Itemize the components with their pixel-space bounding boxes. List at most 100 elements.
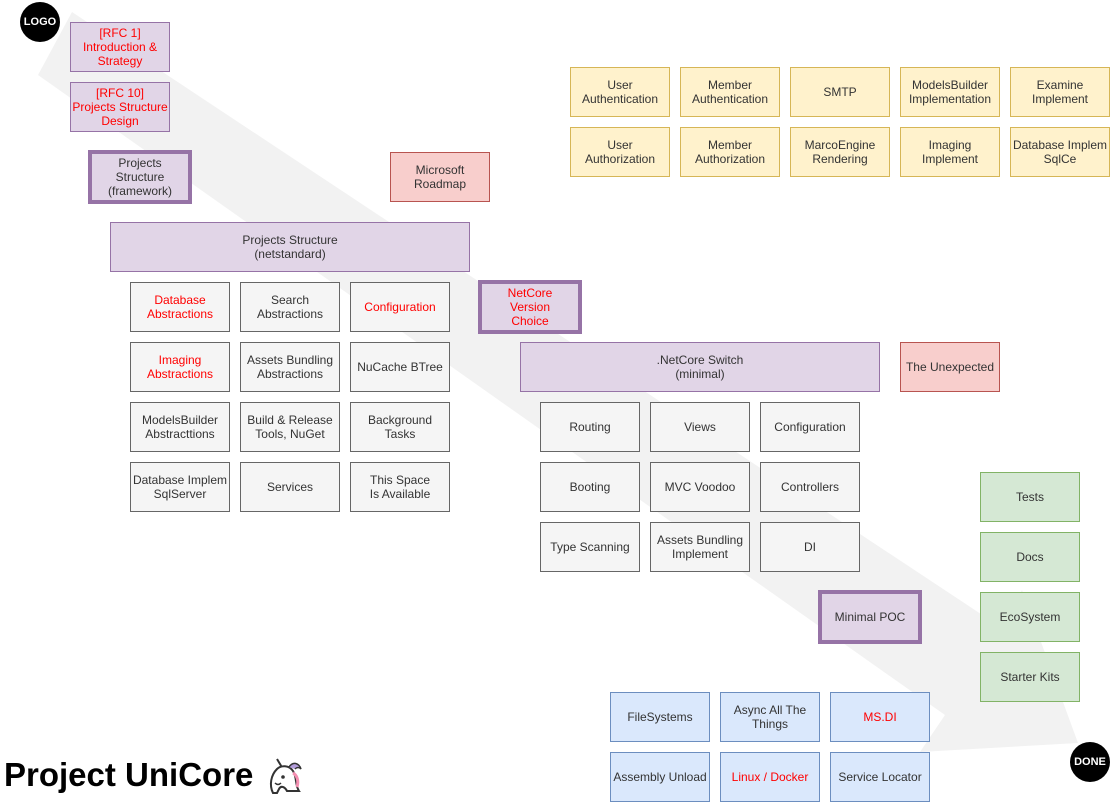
node-label: Views: [684, 420, 716, 434]
done-badge: DONE: [1070, 742, 1110, 782]
node-label: Database Abstractions: [146, 293, 214, 321]
node-label: Database Implem SqlCe: [1012, 138, 1108, 166]
node-background-tasks[interactable]: Background Tasks: [350, 402, 450, 452]
node-database-implem-sqlce[interactable]: Database Implem SqlCe: [1010, 127, 1110, 177]
node-label: EcoSystem: [999, 610, 1061, 624]
node-service-locator[interactable]: Service Locator: [830, 752, 930, 802]
node-label: [RFC 1] Introduction & Strategy: [82, 26, 158, 68]
done-text: DONE: [1074, 756, 1106, 768]
node-rfc1[interactable]: [RFC 1] Introduction & Strategy: [70, 22, 170, 72]
node-label: Starter Kits: [1000, 670, 1060, 684]
node-label: Search Abstractions: [256, 293, 324, 321]
node-examine-implement[interactable]: Examine Implement: [1010, 67, 1110, 117]
page-title: Project UniCore: [4, 756, 254, 793]
node-label: ModelsBuilder Abstracttions: [141, 413, 219, 441]
node-label: Service Locator: [838, 770, 922, 784]
node-configuration-abstractions[interactable]: Configuration: [350, 282, 450, 332]
node-label: .NetCore Switch (minimal): [656, 353, 744, 381]
node-database-abstractions[interactable]: Database Abstractions: [130, 282, 230, 332]
node-assembly-unload[interactable]: Assembly Unload: [610, 752, 710, 802]
node-label: Projects Structure (netstandard): [242, 233, 338, 261]
node-imaging-abstractions[interactable]: Imaging Abstractions: [130, 342, 230, 392]
logo-text: LOGO: [23, 16, 57, 28]
node-label: Booting: [569, 480, 611, 494]
node-label: Assembly Unload: [613, 770, 707, 784]
node-label: Minimal POC: [834, 610, 906, 624]
logo-badge: LOGO: [20, 2, 60, 42]
node-assets-bundling-abstractions[interactable]: Assets Bundling Abstractions: [240, 342, 340, 392]
node-tests[interactable]: Tests: [980, 472, 1080, 522]
node-label: DI: [804, 540, 816, 554]
node-build-release-tools[interactable]: Build & Release Tools, NuGet: [240, 402, 340, 452]
node-label: Configuration: [774, 420, 846, 434]
node-label: Member Authorization: [694, 138, 766, 166]
node-filesystems[interactable]: FileSystems: [610, 692, 710, 742]
node-projects-framework[interactable]: Projects Structure (framework): [88, 150, 192, 204]
node-label: Background Tasks: [367, 413, 433, 441]
node-label: This Space Is Available: [369, 473, 431, 501]
node-database-implem-sqlserver[interactable]: Database Implem SqlServer: [130, 462, 230, 512]
node-label: ModelsBuilder Implementation: [908, 78, 992, 106]
node-mvc-voodoo[interactable]: MVC Voodoo: [650, 462, 750, 512]
node-label: MarcoEngine Rendering: [804, 138, 876, 166]
node-starter-kits[interactable]: Starter Kits: [980, 652, 1080, 702]
node-ecosystem[interactable]: EcoSystem: [980, 592, 1080, 642]
node-marcoengine-rendering[interactable]: MarcoEngine Rendering: [790, 127, 890, 177]
node-routing[interactable]: Routing: [540, 402, 640, 452]
node-booting[interactable]: Booting: [540, 462, 640, 512]
node-linux-docker[interactable]: Linux / Docker: [720, 752, 820, 802]
node-label: Async All The Things: [733, 703, 807, 731]
node-smtp[interactable]: SMTP: [790, 67, 890, 117]
node-search-abstractions[interactable]: Search Abstractions: [240, 282, 340, 332]
node-nucache-btree[interactable]: NuCache BTree: [350, 342, 450, 392]
node-di[interactable]: DI: [760, 522, 860, 572]
node-type-scanning[interactable]: Type Scanning: [540, 522, 640, 572]
node-label: Type Scanning: [550, 540, 630, 554]
node-label: Routing: [569, 420, 611, 434]
node-rfc10[interactable]: [RFC 10] Projects Structure Design: [70, 82, 170, 132]
node-netcore-switch[interactable]: .NetCore Switch (minimal): [520, 342, 880, 392]
node-label: Microsoft Roadmap: [413, 163, 467, 191]
node-label: Build & Release Tools, NuGet: [247, 413, 333, 441]
node-label: Configuration: [364, 300, 436, 314]
node-views[interactable]: Views: [650, 402, 750, 452]
node-member-authorization[interactable]: Member Authorization: [680, 127, 780, 177]
node-modelsbuilder-implementation[interactable]: ModelsBuilder Implementation: [900, 67, 1000, 117]
node-the-unexpected[interactable]: The Unexpected: [900, 342, 1000, 392]
node-label: [RFC 10] Projects Structure Design: [72, 86, 168, 128]
node-assets-bundling-implement[interactable]: Assets Bundling Implement: [650, 522, 750, 572]
title-block: Project UniCore: [4, 755, 305, 795]
node-netcore-version-choice[interactable]: NetCore Version Choice: [478, 280, 582, 334]
node-user-authorization[interactable]: User Authorization: [570, 127, 670, 177]
node-controllers[interactable]: Controllers: [760, 462, 860, 512]
node-docs[interactable]: Docs: [980, 532, 1080, 582]
node-async-all-the-things[interactable]: Async All The Things: [720, 692, 820, 742]
node-label: User Authorization: [584, 138, 656, 166]
node-label: SMTP: [823, 85, 857, 99]
node-label: The Unexpected: [905, 360, 995, 374]
node-label: Imaging Abstractions: [146, 353, 214, 381]
node-services[interactable]: Services: [240, 462, 340, 512]
node-label: Docs: [1016, 550, 1044, 564]
node-label: Services: [266, 480, 313, 494]
node-configuration-implement[interactable]: Configuration: [760, 402, 860, 452]
node-minimal-poc[interactable]: Minimal POC: [818, 590, 922, 644]
node-modelsbuilder-abstractions[interactable]: ModelsBuilder Abstracttions: [130, 402, 230, 452]
node-label: Tests: [1015, 490, 1044, 504]
node-imaging-implement[interactable]: Imaging Implement: [900, 127, 1000, 177]
unicorn-icon: [270, 758, 303, 794]
node-projects-netstandard[interactable]: Projects Structure (netstandard): [110, 222, 470, 272]
node-label: Assets Bundling Implement: [656, 533, 744, 561]
node-label: Controllers: [780, 480, 840, 494]
node-user-authentication[interactable]: User Authentication: [570, 67, 670, 117]
node-label: Assets Bundling Abstractions: [246, 353, 334, 381]
node-label: Database Implem SqlServer: [132, 473, 228, 501]
node-ms-di[interactable]: MS.DI: [830, 692, 930, 742]
node-member-authentication[interactable]: Member Authentication: [680, 67, 780, 117]
node-label: User Authentication: [581, 78, 659, 106]
node-label: Linux / Docker: [731, 770, 809, 784]
node-this-space-available[interactable]: This Space Is Available: [350, 462, 450, 512]
node-label: MVC Voodoo: [664, 480, 736, 494]
node-microsoft-roadmap[interactable]: Microsoft Roadmap: [390, 152, 490, 202]
node-label: NuCache BTree: [357, 360, 443, 374]
